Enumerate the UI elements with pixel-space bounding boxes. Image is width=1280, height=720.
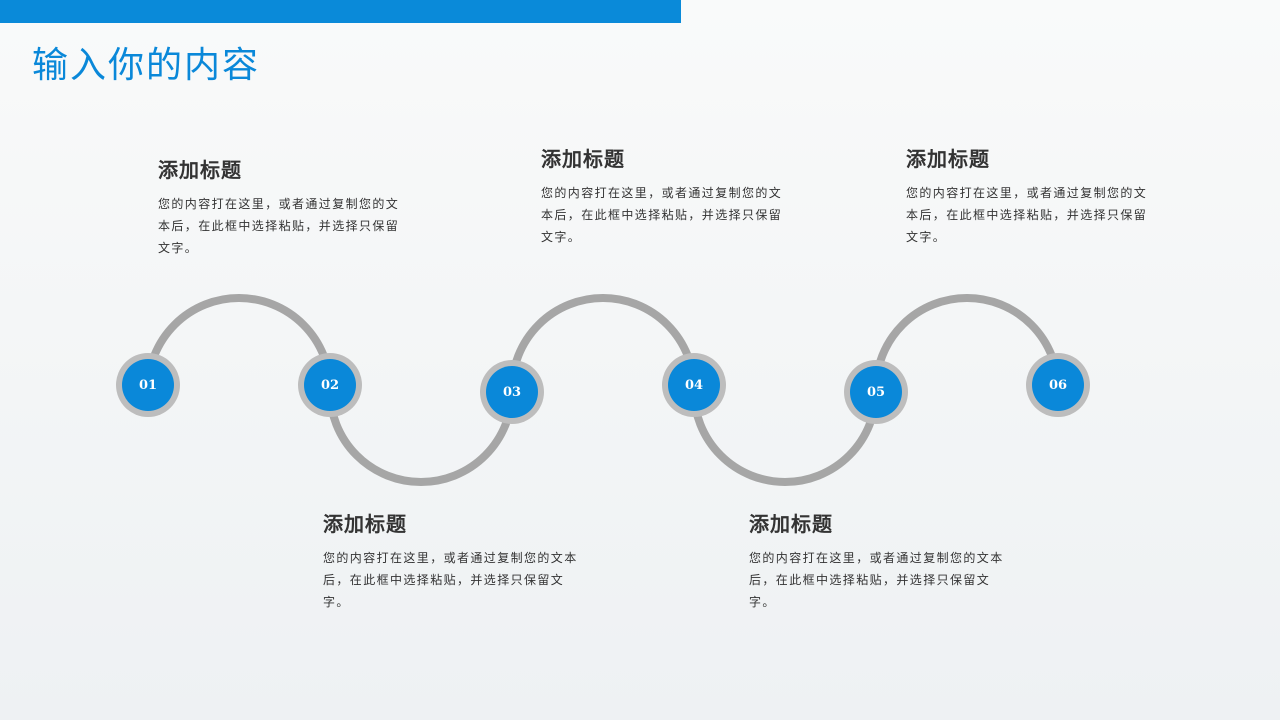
step-05-block: 添加标题 您的内容打在这里，或者通过复制您的文本后，在此框中选择粘贴，并选择只保… [906,143,1151,248]
node-circle [122,359,174,411]
step-text: 您的内容打在这里，或者通过复制您的文本后，在此框中选择粘贴，并选择只保留文字。 [323,551,578,609]
step-title: 添加标题 [749,512,833,536]
step-02-block: 添加标题 您的内容打在这里，或者通过复制您的文本后，在此框中选择粘贴，并选择只保… [323,508,585,613]
arc-1-2 [144,294,334,390]
node-circle [1032,359,1084,411]
step-node-03: 03 [480,360,544,424]
step-text: 您的内容打在这里，或者通过复制您的文本后，在此框中选择粘贴，并选择只保留文字。 [158,197,400,255]
step-number: 01 [139,378,157,393]
step-03-block: 添加标题 您的内容打在这里，或者通过复制您的文本后，在此框中选择粘贴，并选择只保… [541,143,786,248]
step-text: 您的内容打在这里，或者通过复制您的文本后，在此框中选择粘贴，并选择只保留文字。 [906,186,1148,244]
step-node-02: 02 [298,353,362,417]
node-circle [486,366,538,418]
step-text: 您的内容打在这里，或者通过复制您的文本后，在此框中选择粘贴，并选择只保留文字。 [749,551,1004,609]
step-number: 06 [1049,378,1067,393]
step-node-05: 05 [844,360,908,424]
step-number: 04 [685,378,703,393]
step-number: 05 [867,385,885,400]
step-node-04: 04 [662,353,726,417]
arc-2-3 [326,390,516,486]
node-circle [304,359,356,411]
node-circle [850,366,902,418]
slide-title: 输入你的内容 [32,45,261,86]
step-number: 03 [503,385,521,400]
arc-4-5 [690,390,880,486]
step-node-01: 01 [116,353,180,417]
step-title: 添加标题 [323,512,407,536]
arc-3-4 [508,294,698,390]
top-accent-bar [0,0,681,23]
step-title: 添加标题 [541,147,625,171]
node-circle [668,359,720,411]
step-node-06: 06 [1026,353,1090,417]
step-text: 您的内容打在这里，或者通过复制您的文本后，在此框中选择粘贴，并选择只保留文字。 [541,186,783,244]
step-title: 添加标题 [906,147,990,171]
step-number: 02 [321,378,339,393]
arc-5-6 [872,294,1062,390]
step-04-block: 添加标题 您的内容打在这里，或者通过复制您的文本后，在此框中选择粘贴，并选择只保… [749,508,1011,613]
step-title: 添加标题 [158,158,242,182]
step-01-block: 添加标题 您的内容打在这里，或者通过复制您的文本后，在此框中选择粘贴，并选择只保… [158,154,403,259]
